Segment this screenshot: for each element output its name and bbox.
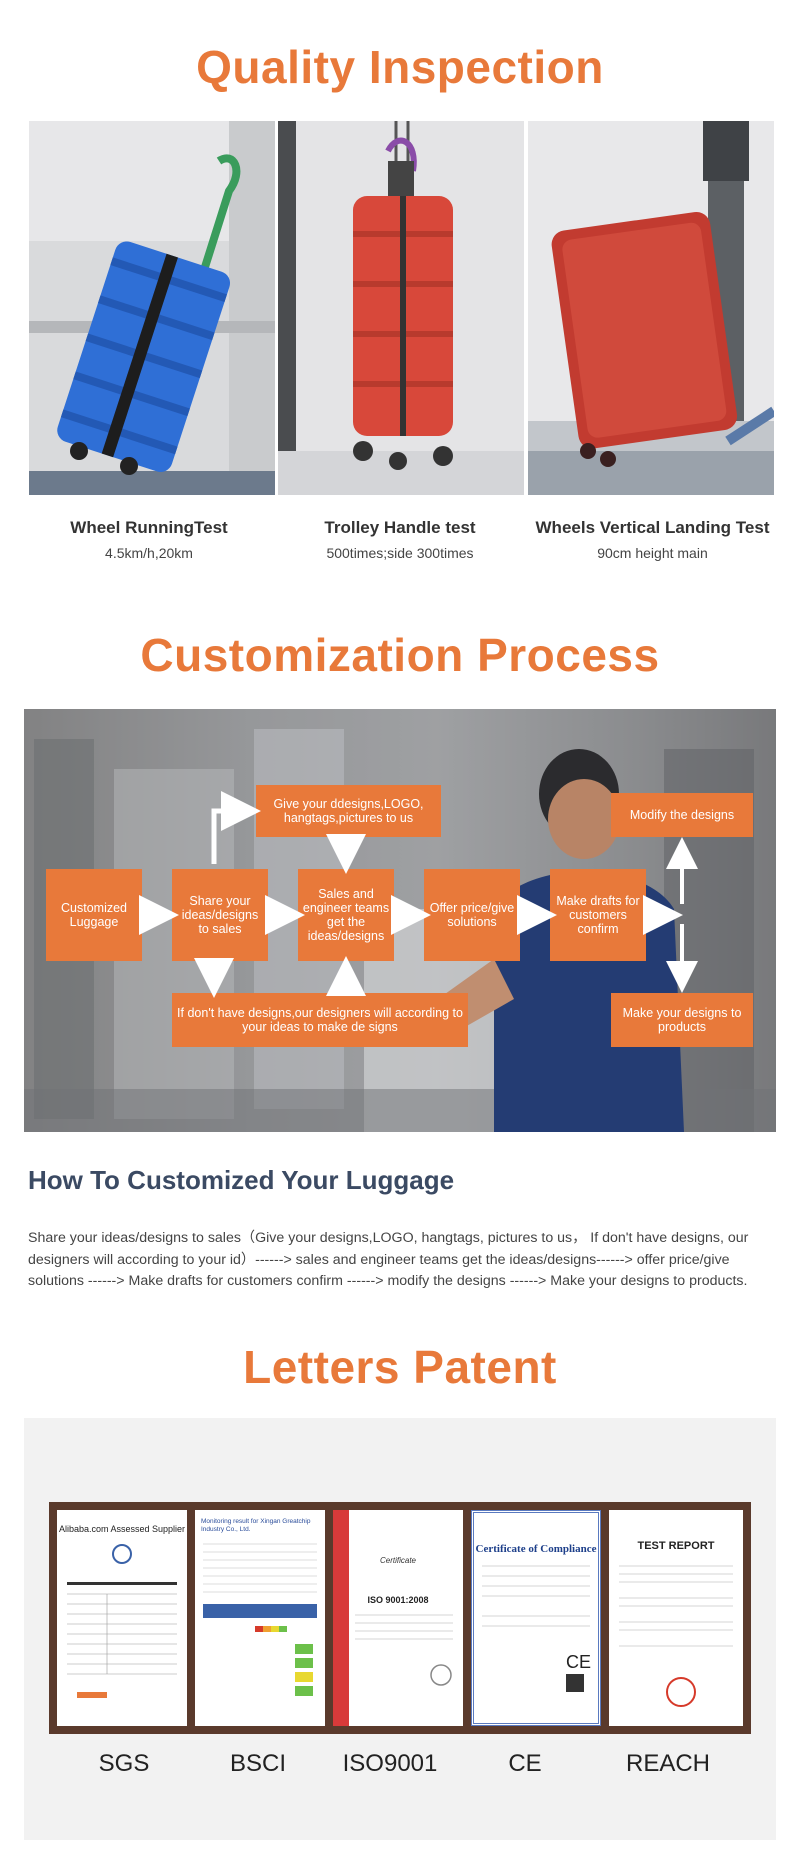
step-share-ideas: Share your ideas/designs to sales bbox=[172, 869, 268, 961]
test-detail-3: 90cm height main bbox=[597, 545, 708, 561]
cert-bsci-doc bbox=[203, 1543, 317, 1696]
svg-text:CE: CE bbox=[566, 1652, 591, 1672]
arrow-up-give bbox=[211, 791, 261, 864]
test-name-3: Wheels Vertical Landing Test bbox=[535, 518, 770, 537]
wheel-running-test-photo bbox=[29, 121, 275, 495]
cert-reach-title: TEST REPORT bbox=[637, 1540, 715, 1552]
step-give-designs: Give your ddesigns,LOGO, hangtags,pictur… bbox=[256, 785, 441, 837]
step-offer-price: Offer price/give solutions bbox=[424, 869, 520, 961]
cert-label-iso9001: ISO9001 bbox=[342, 1750, 438, 1777]
step-customized-luggage: Customized Luggage bbox=[46, 869, 142, 961]
cert-sgs-doc bbox=[67, 1544, 177, 1698]
cert-sgs-title: Alibaba.com Assessed Supplier bbox=[58, 1524, 186, 1534]
cert-ce-doc: CE bbox=[482, 1565, 591, 1692]
process-diagram: Customized Luggage Share your ideas/desi… bbox=[24, 709, 776, 1132]
cert-label-reach: REACH bbox=[625, 1750, 710, 1777]
certificate-sgs: Alibaba.com Assessed Supplier bbox=[57, 1510, 187, 1726]
certificate-bsci: Monitoring result for Xingan Greatchip I… bbox=[195, 1510, 325, 1726]
cert-iso-doc bbox=[355, 1614, 453, 1686]
howto-text: Share your ideas/designs to sales（Give y… bbox=[28, 1230, 749, 1289]
cert-label-ce: CE bbox=[508, 1750, 542, 1777]
certificate-reach: TEST REPORT bbox=[609, 1510, 743, 1726]
patent-title: Letters Patent bbox=[243, 1341, 557, 1393]
cert-iso-sub: ISO 9001:2008 bbox=[367, 1595, 429, 1605]
step-sales-engineer: Sales and engineer teams get the ideas/d… bbox=[298, 869, 394, 961]
cert-reach-doc bbox=[619, 1565, 733, 1707]
test-name-1: Wheel RunningTest bbox=[70, 518, 228, 537]
cert-iso-title: Certificate bbox=[379, 1556, 416, 1565]
certificate-frame: Alibaba.com Assessed Supplier Monitoring… bbox=[49, 1502, 751, 1734]
wheels-vertical-landing-test-photo bbox=[528, 121, 774, 495]
trolley-handle-test-photo bbox=[278, 121, 524, 495]
cert-label-sgs: SGS bbox=[98, 1750, 150, 1777]
howto-title: How To Customized Your Luggage bbox=[28, 1165, 455, 1195]
test-detail-1: 4.5km/h,20km bbox=[105, 545, 193, 561]
process-title: Customization Process bbox=[140, 629, 660, 681]
certificate-ce: Certificate of Compliance CE bbox=[471, 1510, 601, 1726]
test-detail-2: 500times;side 300times bbox=[326, 545, 474, 561]
step-modify-designs: Modify the designs bbox=[611, 793, 753, 837]
test-name-2: Trolley Handle test bbox=[324, 518, 476, 537]
certificate-iso9001: Certificate ISO 9001:2008 bbox=[333, 1510, 463, 1726]
cert-bsci-title: Monitoring result for Xingan Greatchip I… bbox=[201, 1518, 311, 1533]
process-arrows bbox=[139, 791, 698, 998]
step-no-designs: If don't have designs,our designers will… bbox=[172, 993, 468, 1047]
step-make-drafts: Make drafts for customers confirm bbox=[550, 869, 646, 961]
quality-title: Quality Inspection bbox=[196, 41, 604, 93]
step-make-products: Make your designs to products bbox=[611, 993, 753, 1047]
cert-ce-title: Certificate of Compliance bbox=[475, 1543, 597, 1555]
cert-label-bsci: BSCI bbox=[229, 1750, 286, 1777]
